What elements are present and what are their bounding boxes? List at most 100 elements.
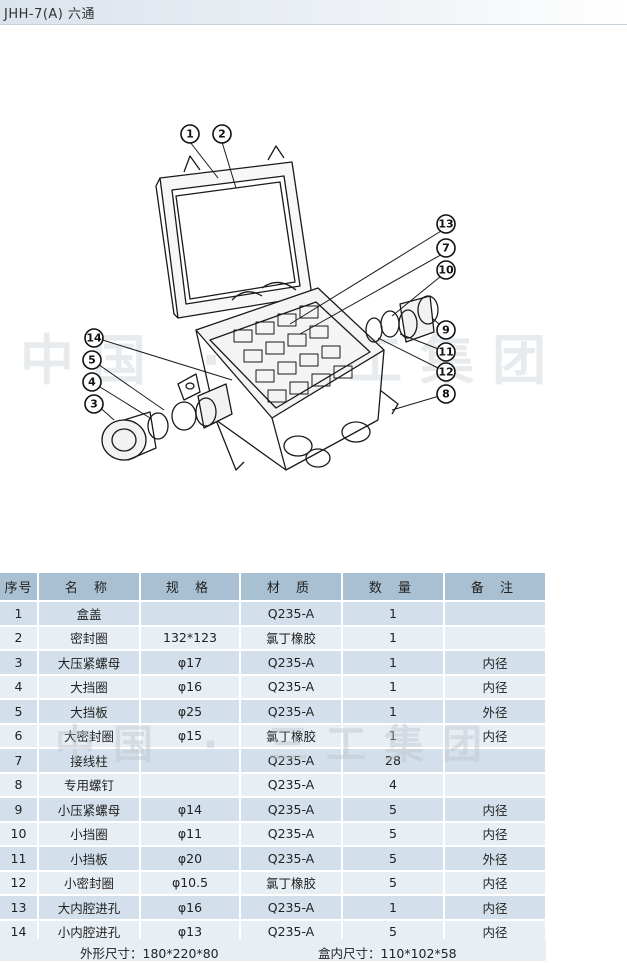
- cell-spec: φ11: [140, 821, 241, 847]
- cell-material: Q235-A: [240, 846, 343, 872]
- cell-index: 8: [0, 772, 39, 798]
- cell-material: 氯丁橡胶: [240, 625, 343, 651]
- cell-remark: [444, 748, 547, 774]
- svg-text:3: 3: [90, 398, 98, 411]
- cell-spec: φ16: [140, 895, 241, 921]
- svg-text:1: 1: [186, 128, 194, 141]
- cell-spec: [140, 772, 241, 798]
- cell-material: 氯丁橡胶: [240, 870, 343, 896]
- svg-text:10: 10: [438, 264, 454, 277]
- cell-spec: φ14: [140, 797, 241, 823]
- svg-text:14: 14: [86, 332, 102, 345]
- svg-text:2: 2: [218, 128, 226, 141]
- cell-remark: [444, 772, 547, 798]
- title-bar: JHH-7(A) 六通: [0, 0, 627, 25]
- cell-name: 大内腔进孔: [38, 895, 141, 921]
- cell-quantity: 1: [342, 601, 445, 627]
- cell-remark: 内径: [444, 723, 547, 749]
- header-material: 材 质: [240, 573, 343, 602]
- cell-index: 5: [0, 699, 39, 725]
- svg-text:4: 4: [88, 376, 96, 389]
- cell-index: 9: [0, 797, 39, 823]
- cell-material: Q235-A: [240, 699, 343, 725]
- cell-material: Q235-A: [240, 674, 343, 700]
- cell-remark: 内径: [444, 674, 547, 700]
- cell-remark: [444, 625, 547, 651]
- cell-quantity: 5: [342, 821, 445, 847]
- lid-drawing: [155, 145, 313, 319]
- callout-8: 8: [436, 384, 456, 404]
- cell-remark: 内径: [444, 797, 547, 823]
- cell-name: 小压紧螺母: [38, 797, 141, 823]
- svg-text:12: 12: [438, 366, 453, 379]
- header-spec: 规 格: [140, 573, 241, 602]
- cell-spec: φ16: [140, 674, 241, 700]
- callout-11: 11: [436, 342, 456, 362]
- cell-quantity: 4: [342, 772, 445, 798]
- cell-material: Q235-A: [240, 797, 343, 823]
- cell-name: 大挡圈: [38, 674, 141, 700]
- exploded-diagram: 1 2 13 7 10 14 5 4 3 9 11 12 8: [82, 124, 456, 471]
- cell-name: 盒盖: [38, 601, 141, 627]
- header-quantity: 数 量: [342, 573, 445, 602]
- cell-quantity: 1: [342, 699, 445, 725]
- cell-quantity: 5: [342, 870, 445, 896]
- cell-material: Q235-A: [240, 821, 343, 847]
- cell-spec: [140, 748, 241, 774]
- cell-material: 氯丁橡胶: [240, 723, 343, 749]
- cell-remark: 内径: [444, 650, 547, 676]
- header-name: 名 称: [38, 573, 141, 602]
- svg-text:9: 9: [442, 324, 450, 337]
- svg-text:11: 11: [438, 346, 453, 359]
- callout-13: 13: [436, 214, 456, 234]
- callout-1: 1: [180, 124, 200, 144]
- svg-text:8: 8: [442, 388, 450, 401]
- cell-remark: 内径: [444, 895, 547, 921]
- callout-9: 9: [436, 320, 456, 340]
- table-header-row: 序号 名 称 规 格 材 质 数 量 备 注: [0, 573, 547, 602]
- cell-material: Q235-A: [240, 772, 343, 798]
- cell-name: 小挡圈: [38, 821, 141, 847]
- cell-index: 12: [0, 870, 39, 896]
- callout-3: 3: [84, 394, 104, 414]
- cell-material: Q235-A: [240, 650, 343, 676]
- cell-spec: φ15: [140, 723, 241, 749]
- cell-remark: 外径: [444, 699, 547, 725]
- cell-index: 2: [0, 625, 39, 651]
- cell-index: 10: [0, 821, 39, 847]
- cell-remark: [444, 601, 547, 627]
- cell-quantity: 5: [342, 797, 445, 823]
- cell-material: Q235-A: [240, 748, 343, 774]
- cell-name: 大密封圈: [38, 723, 141, 749]
- callout-14: 14: [84, 328, 104, 348]
- outer-size: 外形尺寸：180*220*80: [80, 946, 219, 961]
- header-index: 序号: [0, 573, 39, 602]
- inner-size: 盒内尺寸：110*102*58: [318, 946, 457, 961]
- cell-index: 11: [0, 846, 39, 872]
- svg-text:7: 7: [442, 242, 450, 255]
- box-body-drawing: [177, 287, 399, 471]
- cell-index: 4: [0, 674, 39, 700]
- cell-remark: 内径: [444, 821, 547, 847]
- cell-name: 密封圈: [38, 625, 141, 651]
- cell-material: Q235-A: [240, 895, 343, 921]
- cell-quantity: 5: [342, 846, 445, 872]
- callout-12: 12: [436, 362, 456, 382]
- cell-quantity: 1: [342, 625, 445, 651]
- callout-4: 4: [82, 372, 102, 392]
- cell-material: Q235-A: [240, 601, 343, 627]
- cell-name: 专用螺钉: [38, 772, 141, 798]
- cell-index: 3: [0, 650, 39, 676]
